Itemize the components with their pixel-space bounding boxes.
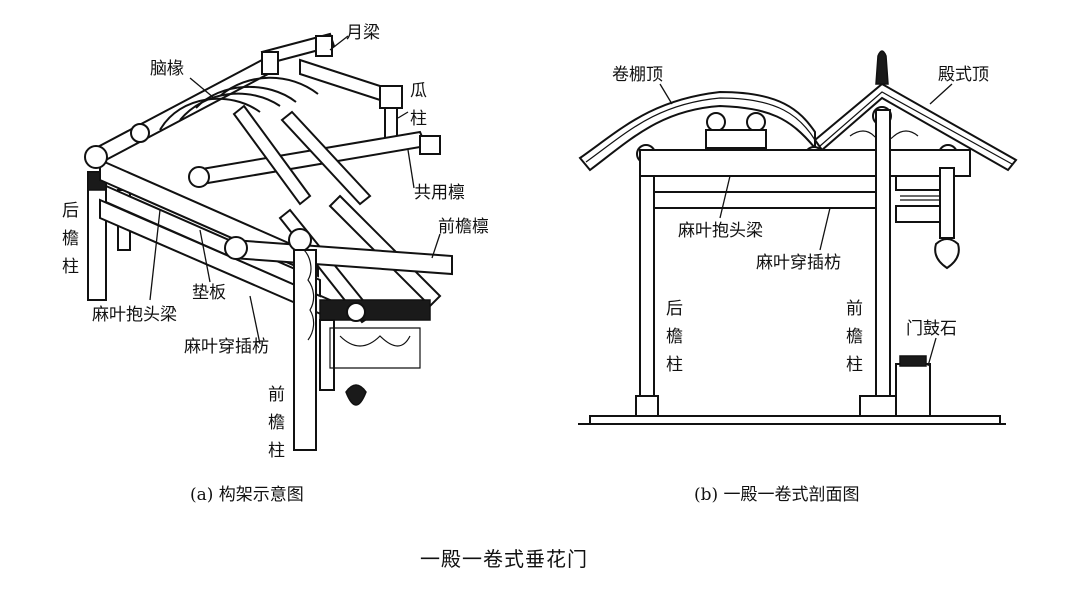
label-hou-a: 后 [62,201,79,221]
top-block-2 [315,35,333,57]
label-gua-zhu: 柱 [410,109,427,129]
label-qianyan-lin: 前檐檩 [438,217,489,237]
leader-chuancha-b [819,207,831,251]
front-eave-column-a [293,249,317,451]
front-column-b [875,109,891,417]
frame-schematic-drawing [84,32,453,451]
label-hou-b: 后 [666,299,683,319]
label-qian-yan-b: 檐 [846,327,863,347]
front-purlin-end [224,236,248,260]
rear-column-b [639,175,655,417]
rear-eave-column-a [87,171,107,301]
purlin-b-2 [746,112,766,132]
hanging-lotus-b [934,238,960,270]
month-beam [299,58,381,102]
leader-baotou-b [719,175,731,219]
platform [589,415,1001,424]
bracket-line [900,195,940,201]
shared-purlin-block [419,135,441,155]
leader-chuancha [249,295,261,345]
leader-dianshi [929,83,953,105]
hanging-post-b [939,167,955,239]
rolled-roof-tiles [585,97,816,163]
ridge-finial [875,50,889,85]
caption-b: (b) 一殿一卷式剖面图 [694,485,860,505]
baotou-beam-b [639,149,971,177]
label-dianshi: 殿式顶 [938,65,989,85]
leader-naochuan [189,77,215,99]
label-qian-zhu-a: 柱 [268,441,285,461]
chuancha-fang-b [645,191,891,209]
caption-a: (a) 构架示意图 [190,485,304,505]
main-title: 一殿一卷式垂花门 [420,547,588,571]
carved-bracket [329,327,421,369]
leader-gua [397,111,409,119]
top-beam-b [705,129,767,149]
label-yueliang: 月梁 [346,23,380,43]
leader-qianyan-lin [431,233,441,259]
label-maye-chuancha-b: 麻叶穿插枋 [756,253,841,273]
leader-dianban [199,229,211,283]
eave-bracket-1 [895,175,947,191]
label-hou-yan-a: 檐 [62,229,79,249]
front-column-base [859,395,901,417]
label-gongyong-lin: 共用檩 [414,183,465,203]
leader-gongyong [407,149,415,189]
rafter-4 [179,92,281,121]
hanging-lotus-finial [345,384,367,406]
scalloped-board [303,249,315,341]
front-rafter-1 [232,104,312,206]
carved-panel [319,299,431,321]
label-qian-zhu-b: 柱 [846,355,863,375]
month-beam-block [379,85,403,109]
front-beam-end [346,302,366,322]
shared-purlin-end [188,166,210,188]
label-maye-baotou-a: 麻叶抱头梁 [92,305,177,325]
label-hou-zhu-b: 柱 [666,355,683,375]
label-gua: 瓜 [410,81,427,101]
leader-baotou [149,209,161,301]
front-column-cap [288,228,312,252]
label-mengushi: 门鼓石 [906,319,957,339]
front-rafter-2 [280,110,372,206]
purlin-end-2 [130,123,150,143]
rafter-3 [219,76,319,97]
label-juanpeng: 卷棚顶 [612,65,663,85]
eave-bracket-2 [895,205,947,223]
rear-purlin-end [84,145,108,169]
hall-roof-tiles [819,91,1013,165]
label-maye-baotou-b: 麻叶抱头梁 [678,221,763,241]
section-drawing [578,50,1018,425]
top-block-1 [261,51,279,75]
label-maye-chuancha-a: 麻叶穿插枋 [184,337,269,357]
label-qian-b: 前 [846,299,863,319]
pad-board [105,184,321,298]
hanging-post [319,319,335,391]
drum-stone-top [899,355,927,367]
label-dianban: 垫板 [192,283,226,303]
leader-mengushi [927,337,937,367]
leader-juanpeng [659,83,673,105]
label-naochuan: 脑椽 [150,59,184,79]
carved-pattern [339,335,411,347]
rear-column-base [635,395,659,417]
purlin-b-1 [706,112,726,132]
drum-stone [895,363,931,417]
leader-yueliang [329,35,349,51]
label-qian-yan-a: 檐 [268,413,285,433]
label-hou-zhu-a: 柱 [62,257,79,277]
label-hou-yan-b: 檐 [666,327,683,347]
label-qian-a: 前 [268,385,285,405]
